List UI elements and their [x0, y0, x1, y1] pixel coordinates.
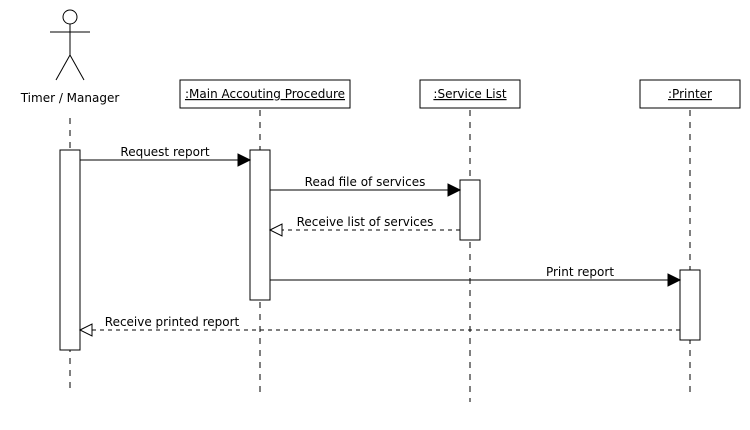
arrowhead-receive-printed: [78, 323, 93, 337]
object-label-main: :Main Accouting Procedure: [185, 87, 345, 101]
arrowhead-request-report: [237, 153, 252, 167]
actor-stick-figure: [50, 9, 90, 81]
message-label-receive-list: Receive list of services: [297, 215, 434, 229]
object-box-service-list: [419, 79, 521, 109]
object-label-service-list: :Service List: [433, 87, 506, 101]
arrowhead-print-report: [667, 273, 682, 287]
message-label-receive-printed: Receive printed report: [105, 315, 240, 329]
message-label-print-report: Print report: [546, 265, 614, 279]
actor-head: [62, 9, 78, 25]
object-label-printer: :Printer: [668, 87, 712, 101]
actor-right-leg: [69, 54, 85, 81]
actor-label: Timer / Manager: [20, 91, 120, 105]
activation-main: [249, 149, 271, 301]
message-label-read-file: Read file of services: [305, 175, 426, 189]
activation-printer: [679, 269, 701, 341]
arrowhead-read-file: [447, 183, 462, 197]
object-box-printer: [639, 79, 741, 109]
activation-actor: [59, 149, 81, 351]
message-label-request-report: Request report: [120, 145, 210, 159]
arrowhead-receive-list: [268, 223, 283, 237]
object-box-main: [179, 79, 351, 109]
actor-left-leg: [55, 54, 71, 81]
activation-service-list: [459, 179, 481, 241]
